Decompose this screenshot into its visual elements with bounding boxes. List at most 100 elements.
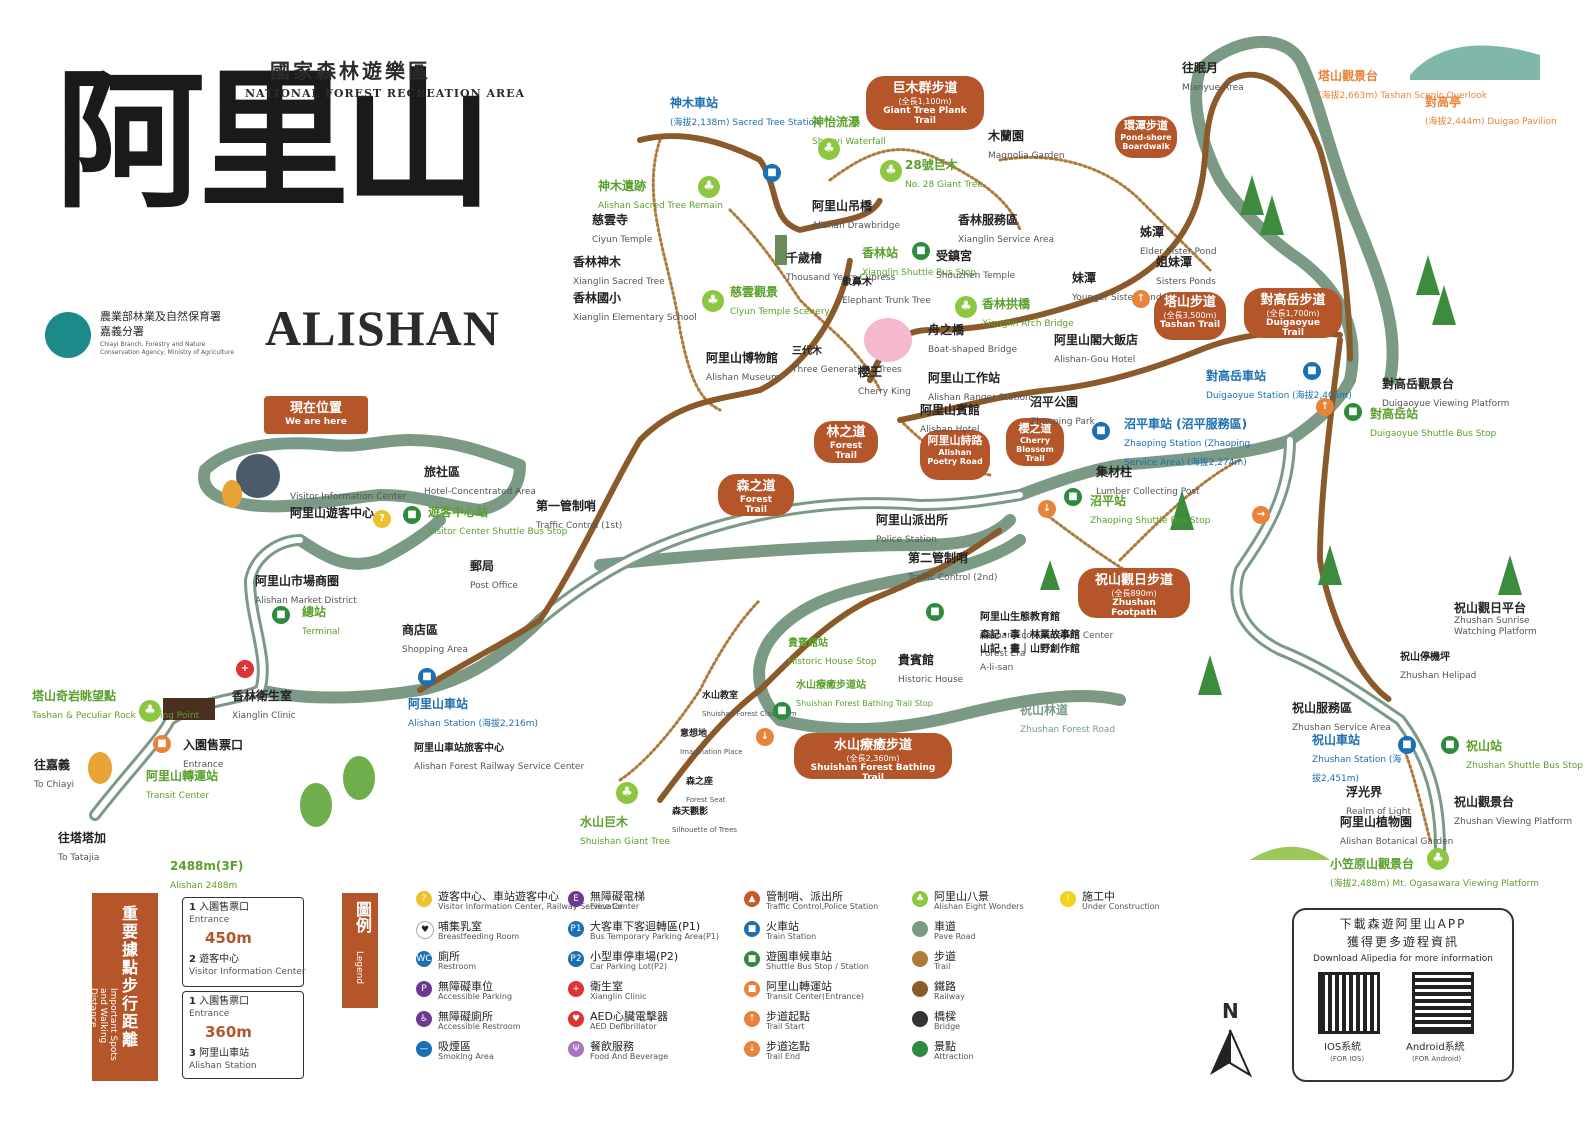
zhushan-footpath-bubble[interactable]: 祝山觀日步道(全長890m)Zhushan Footpath	[1078, 568, 1190, 618]
trail-start-icon[interactable]: →	[1252, 506, 1270, 524]
place-label[interactable]: 塔山觀景台(海拔2,663m) Tashan Scenic Overlook	[1318, 69, 1487, 102]
place-label[interactable]: 2488m(3F)Alishan 2488m	[170, 859, 244, 892]
train-station-icon[interactable]: ■	[1398, 736, 1416, 754]
shuishan-trail-bubble[interactable]: 水山療癒步道(全長2,360m)Shuishan Forest Bathing …	[794, 733, 952, 783]
bus-stop-icon[interactable]: ■	[912, 242, 930, 260]
place-label[interactable]: 神木車站(海拔2,138m) Sacred Tree Station	[670, 96, 820, 129]
trail-end-icon[interactable]: ↓	[756, 728, 774, 746]
trail-start-icon[interactable]: ↑	[1132, 290, 1150, 308]
bus-stop-icon[interactable]: ■	[773, 702, 791, 720]
trail-end-icon[interactable]: ↓	[1038, 500, 1056, 518]
android-qr-code[interactable]	[1412, 972, 1474, 1034]
bus-stop-icon[interactable]: ■	[1344, 403, 1362, 421]
ios-qr-code[interactable]	[1318, 972, 1380, 1034]
duigaoyue-trail-bubble[interactable]: 對高岳步道(全長1,700m)Duigaoyue Trail	[1244, 288, 1342, 338]
bus-stop-icon[interactable]: ■	[272, 606, 290, 624]
bus-stop-icon[interactable]: ■	[926, 603, 944, 621]
place-label[interactable]: 沼平車站 (沼平服務區)Zhaoping Station (Zhaoping S…	[1124, 417, 1251, 468]
giant-tree-trail-bubble[interactable]: 巨木群步道(全長1,100m)Giant Tree Plank Trail	[866, 76, 984, 130]
trail-start-icon[interactable]: ↑	[1316, 398, 1334, 416]
transit-center-icon[interactable]: ■	[153, 735, 171, 753]
place-label[interactable]: 對高亭(海拔2,444m) Duigao Pavilion	[1425, 95, 1557, 128]
info-icon[interactable]: ?	[373, 510, 391, 528]
train-station-icon[interactable]: ■	[763, 164, 781, 182]
train-station-icon[interactable]: ■	[418, 668, 436, 686]
tashan-trail-bubble[interactable]: 塔山步道(全長3,500m)Tashan Trail	[1154, 292, 1226, 340]
train-station-icon[interactable]: ■	[1303, 362, 1321, 380]
bus-stop-icon[interactable]: ■	[403, 506, 421, 524]
train-station-icon[interactable]: ■	[1092, 422, 1110, 440]
clinic-icon[interactable]: +	[236, 660, 254, 678]
place-label[interactable]: 小笠原山觀景台(海拔2,488m) Mt. Ogasawara Viewing …	[1330, 857, 1539, 890]
